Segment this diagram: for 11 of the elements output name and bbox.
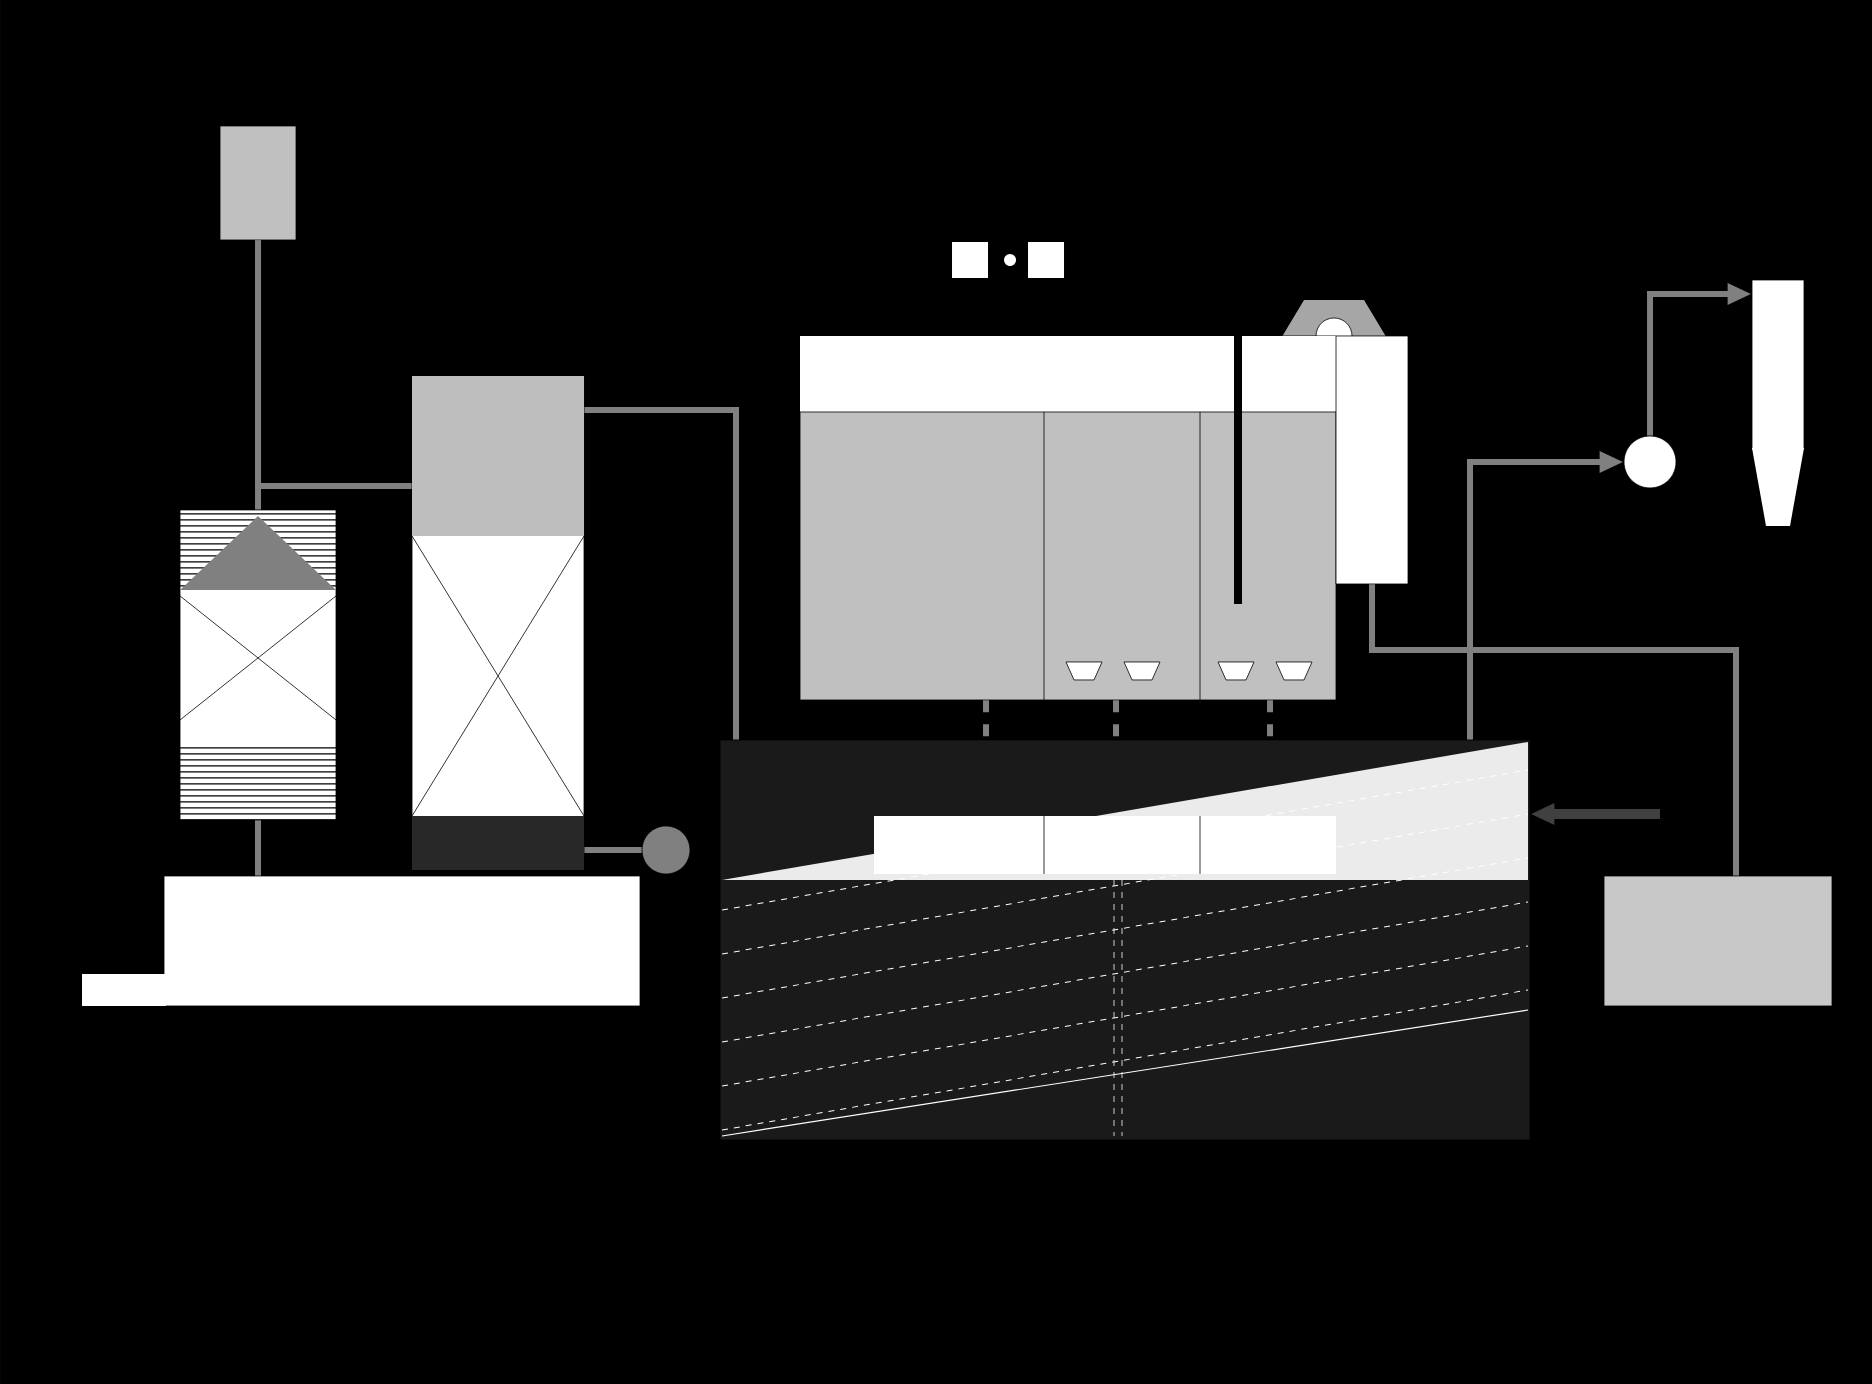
cyclone	[1751, 279, 1805, 526]
basin	[82, 875, 641, 1007]
pump	[1623, 435, 1677, 489]
tank	[1603, 875, 1833, 1007]
tank	[219, 125, 297, 241]
tank	[799, 335, 1337, 701]
sloped-bed	[719, 739, 1531, 1141]
packed-column	[179, 509, 337, 821]
side-tank	[1335, 335, 1409, 585]
packed-column	[411, 375, 585, 871]
pump	[641, 825, 691, 875]
